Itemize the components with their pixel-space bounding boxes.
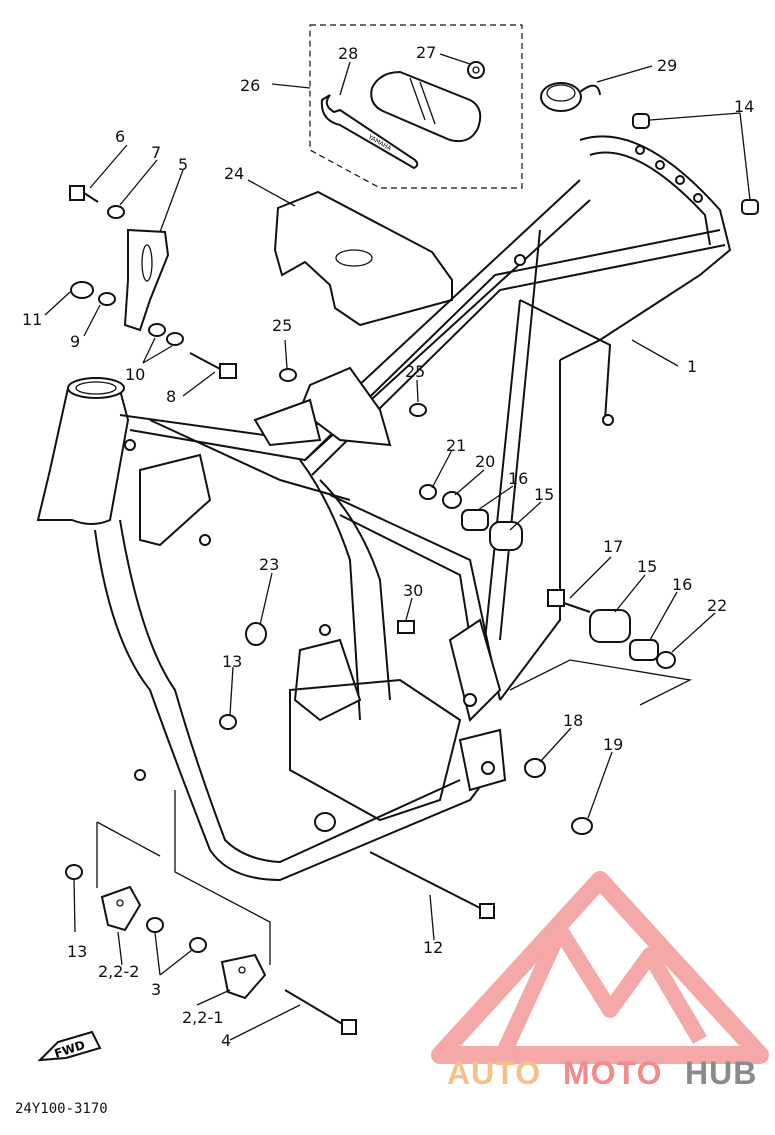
callout-11: 11 <box>22 310 42 329</box>
callout-16-upper: 16 <box>508 469 528 488</box>
callout-23: 23 <box>259 555 279 574</box>
callout-24: 24 <box>224 164 244 183</box>
main-frame-part-1 <box>36 135 732 882</box>
callout-9: 9 <box>70 332 80 351</box>
callout-19: 19 <box>603 735 623 754</box>
nut-part-13-lower <box>65 864 83 880</box>
washers-part-10 <box>148 323 184 346</box>
callout-22: 22 <box>707 596 727 615</box>
callout-1: 1 <box>687 357 697 376</box>
callout-13-upper: 13 <box>222 652 242 671</box>
callout-15-lower: 15 <box>637 557 657 576</box>
clip-part-30 <box>397 620 415 634</box>
callout-3: 3 <box>151 980 161 999</box>
watermark-brand: AUTO MOTO HUB <box>447 1055 757 1091</box>
callout-30: 30 <box>403 581 423 600</box>
fwd-arrow-icon: FWD <box>37 1030 102 1062</box>
nut-part-25-right <box>409 403 427 417</box>
bracket-part-2-2-1 <box>220 953 267 1000</box>
bolt-part-6 <box>69 185 99 203</box>
bushing-stack-upper <box>419 484 523 551</box>
callout-25-right: 25 <box>405 362 425 381</box>
nut-part-13-upper <box>219 714 237 730</box>
callout-21: 21 <box>446 436 466 455</box>
watermark-brand-hub: HUB <box>685 1055 757 1091</box>
callout-labels: 1 2,2-2 2,2-1 3 4 5 6 7 8 9 10 11 12 13 … <box>22 43 754 1050</box>
callout-16-lower: 16 <box>672 575 692 594</box>
collar-part-23 <box>245 622 267 646</box>
bolt-part-12 <box>314 812 495 919</box>
nut-part-18 <box>524 758 546 778</box>
callout-29: 29 <box>657 56 677 75</box>
callout-26: 26 <box>240 76 260 95</box>
callout-18: 18 <box>563 711 583 730</box>
cap-part-19 <box>571 817 593 835</box>
callout-27: 27 <box>416 43 436 62</box>
bolt-part-4 <box>284 989 357 1035</box>
callout-10: 10 <box>125 365 145 384</box>
tool-bag-part <box>370 61 485 143</box>
watermark-brand-auto: AUTO <box>447 1055 541 1091</box>
cover-plate-part-24 <box>273 190 453 327</box>
watermark-brand-moto: MOTO <box>563 1055 662 1091</box>
callout-25-top: 25 <box>272 316 292 335</box>
bolts-part-3 <box>146 917 207 953</box>
bracket-part-2-2-2 <box>100 885 142 932</box>
callout-12: 12 <box>423 938 443 957</box>
bushing-stack-lower <box>509 589 693 706</box>
gauge-part-29 <box>540 82 601 112</box>
nut-part-25-top <box>279 368 297 382</box>
washer-part-7 <box>107 205 125 219</box>
lower-bracket-group <box>65 790 357 1035</box>
callout-5: 5 <box>178 155 188 174</box>
tank-mount-bracket <box>253 366 392 447</box>
drawing-code: 24Y100-3170 <box>15 1101 108 1117</box>
callout-17: 17 <box>603 537 623 556</box>
watermark-logo <box>431 871 769 1064</box>
callout-14: 14 <box>734 97 754 116</box>
callout-7: 7 <box>151 143 161 162</box>
callout-6: 6 <box>115 127 125 146</box>
engine-bracket-part-5 <box>123 228 170 332</box>
callout-8: 8 <box>166 387 176 406</box>
bolt-part-8 <box>189 352 237 379</box>
nut-part-11 <box>70 281 94 299</box>
leader-lines <box>44 53 751 1041</box>
washer-part-9 <box>98 292 116 306</box>
callout-15-upper: 15 <box>534 485 554 504</box>
callout-13-lower: 13 <box>67 942 87 961</box>
callout-2-2-1: 2,2-1 <box>182 1008 223 1027</box>
callout-20: 20 <box>475 452 495 471</box>
callout-2-2-2: 2,2-2 <box>98 962 139 981</box>
callout-4: 4 <box>221 1031 231 1050</box>
callout-28: 28 <box>338 44 358 63</box>
